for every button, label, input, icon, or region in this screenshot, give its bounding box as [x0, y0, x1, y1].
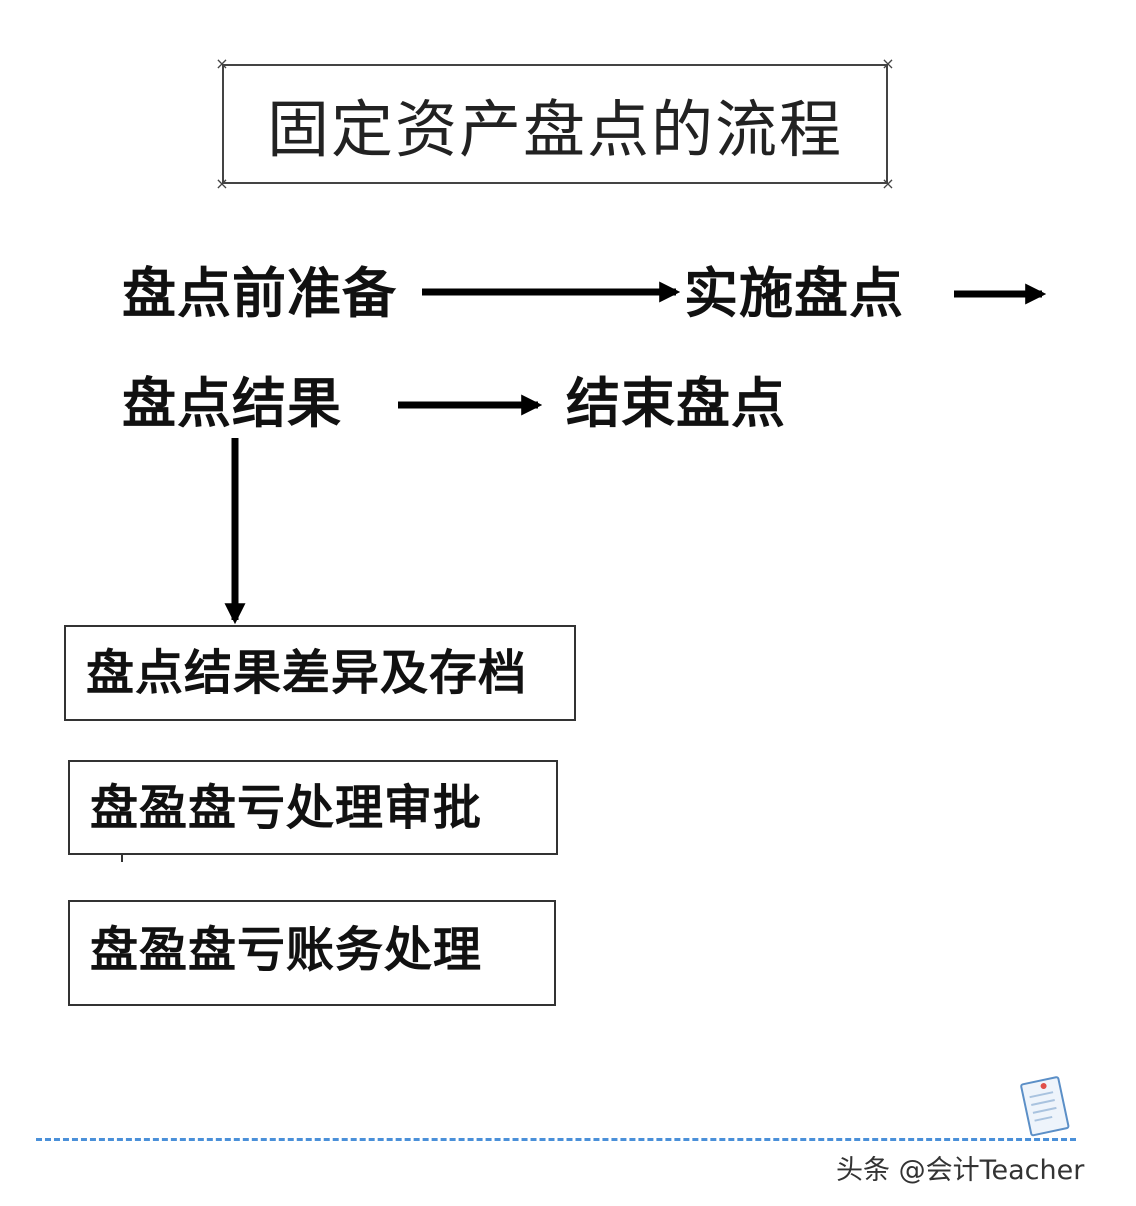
- page-title: 固定资产盘点的流程: [266, 93, 843, 166]
- box-approval-label: 盘盈盘亏处理审批: [90, 780, 483, 836]
- box-accounting-label: 盘盈盘亏账务处理: [90, 922, 483, 978]
- document-icon: [1020, 1076, 1070, 1137]
- corner-handle-icon: ×: [215, 174, 229, 193]
- dashed-divider: [36, 1138, 1076, 1141]
- step-prepare: 盘点前准备: [122, 262, 397, 325]
- corner-handle-icon: ×: [215, 54, 229, 73]
- step-execute: 实施盘点: [684, 262, 904, 325]
- corner-handle-icon: ×: [881, 54, 895, 73]
- step-finish: 结束盘点: [566, 372, 786, 435]
- watermark: 头条 @会计Teacher: [836, 1155, 1085, 1186]
- box-result-archive: 盘点结果差异及存档: [64, 625, 576, 721]
- box-approval: 盘盈盘亏处理审批: [68, 760, 558, 855]
- title-box: 固定资产盘点的流程: [222, 64, 888, 184]
- box-accounting: 盘盈盘亏账务处理: [68, 900, 556, 1006]
- corner-handle-icon: ×: [881, 174, 895, 193]
- step-result: 盘点结果: [122, 372, 342, 435]
- box-result-archive-label: 盘点结果差异及存档: [86, 645, 528, 701]
